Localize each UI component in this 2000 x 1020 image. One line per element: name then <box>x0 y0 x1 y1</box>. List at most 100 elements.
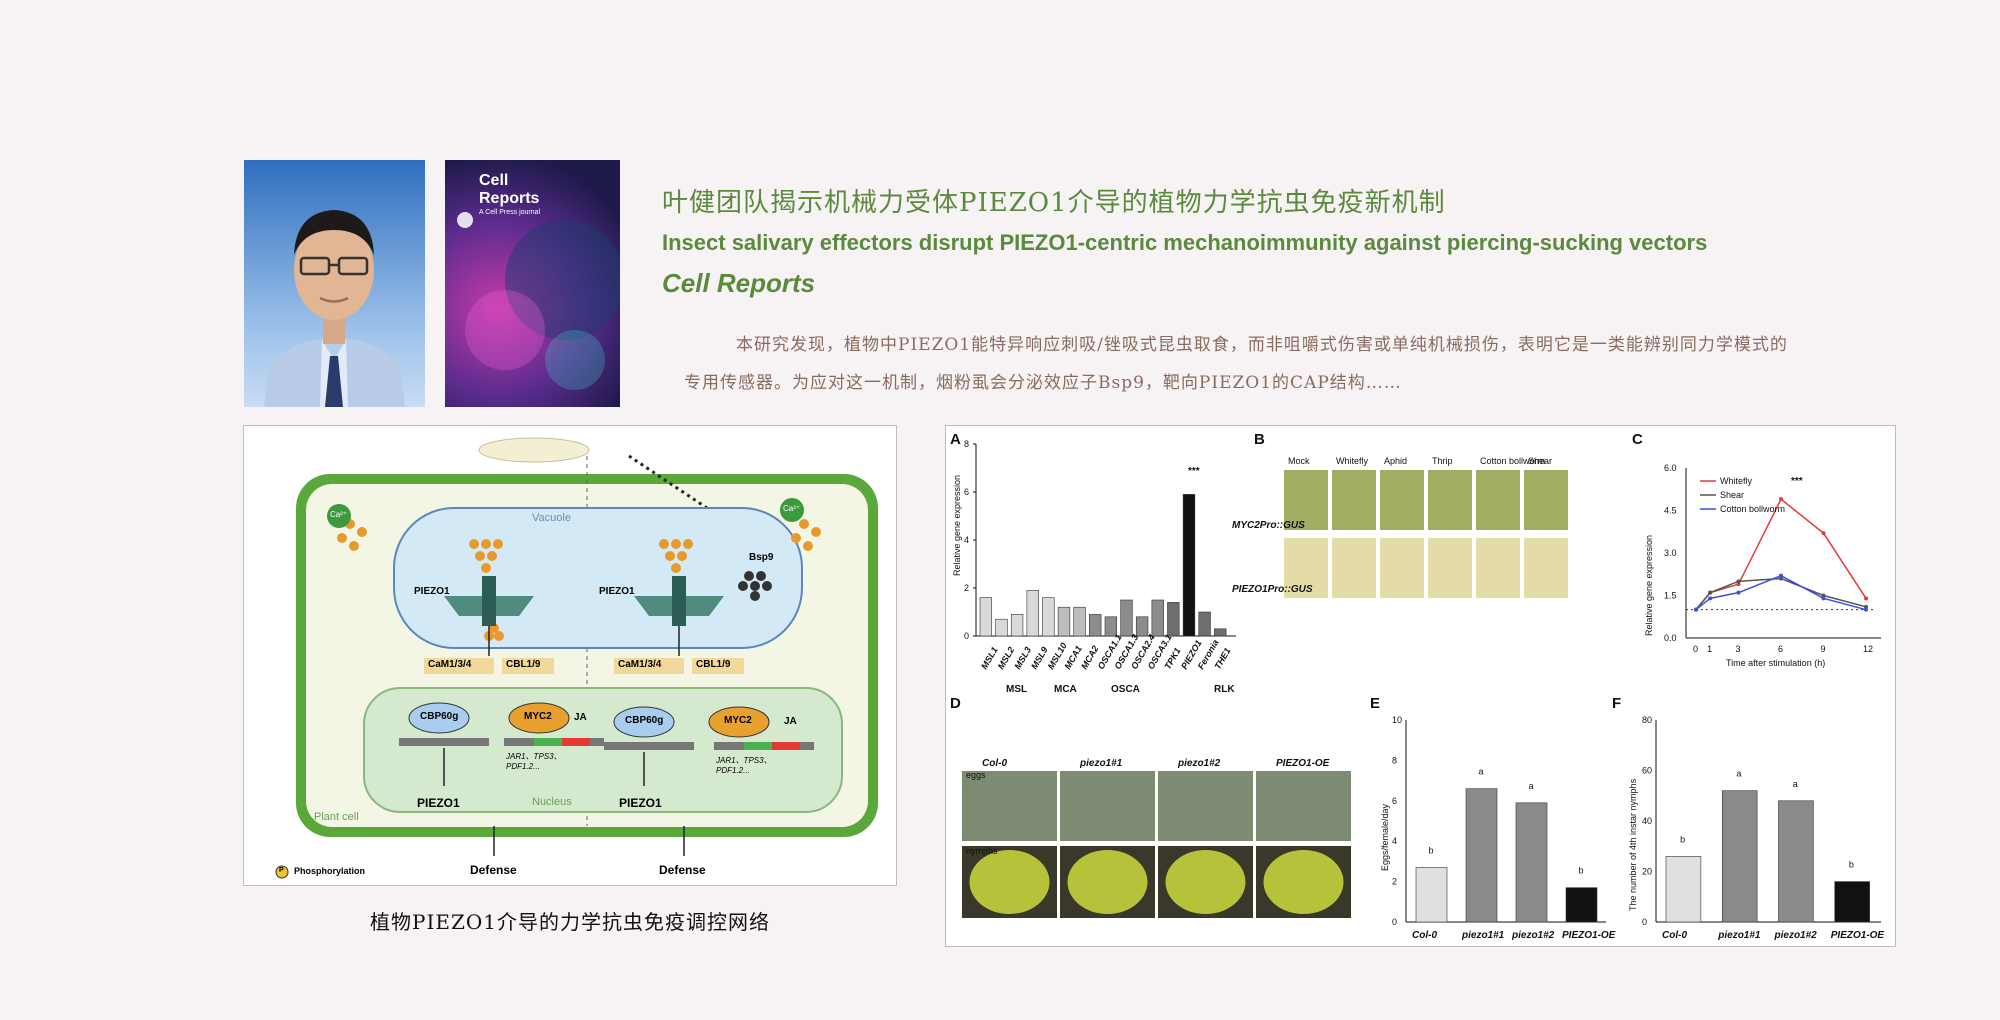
panel-c-letter: C <box>1632 431 1643 448</box>
label-vacuole: Vacuole <box>532 512 571 524</box>
panel-b-column-label: Shear <box>1528 456 1552 466</box>
panel-c-legend-label: Shear <box>1720 490 1744 500</box>
panel-a-group-label: MCA <box>1054 684 1077 695</box>
label-defense-left: Defense <box>470 863 517 877</box>
label-piezo1-out-right: PIEZO1 <box>619 796 662 810</box>
panel-a-group-label: MSL <box>1006 684 1027 695</box>
panel-f-letter: a <box>1793 779 1798 789</box>
panel-d-leaf <box>1165 850 1246 914</box>
panel-b-image-top <box>1476 470 1520 530</box>
panel-d-column-label: PIEZO1-OE <box>1276 758 1330 769</box>
panel-b-image-top <box>1284 470 1328 530</box>
label-plant-cell: Plant cell <box>314 811 359 823</box>
label-cbp60g-left: CBP60g <box>420 711 459 722</box>
panel-a-bar <box>979 597 993 637</box>
panel-e-ytick-label: 10 <box>1392 715 1402 725</box>
panel-a-bar <box>1042 597 1055 637</box>
panel-c-point <box>1736 579 1741 584</box>
panel-f-letter: a <box>1736 769 1741 779</box>
panel-a-bar <box>1151 599 1164 637</box>
panel-a-ytick-label: 8 <box>964 439 969 449</box>
panel-c-ytick-label: 3.0 <box>1664 548 1677 558</box>
panel-a-ytick-label: 6 <box>964 487 969 497</box>
panel-c-xtick-label: 0 <box>1693 644 1698 654</box>
panel-a-bar <box>1198 611 1211 637</box>
panel-c-point <box>1779 576 1783 581</box>
panel-b-column-label: Mock <box>1288 456 1310 466</box>
panel-e-bar <box>1465 788 1498 923</box>
cover-tagline: A Cell Press journal <box>479 209 541 216</box>
panel-a-bar <box>1182 494 1196 637</box>
panel-f-category-label: PIEZO1-OE <box>1831 930 1885 941</box>
panel-b-row-myc2: MYC2Pro::GUS <box>1232 520 1305 531</box>
panel-f-bar <box>1665 856 1702 923</box>
label-myc2-right: MYC2 <box>724 715 752 726</box>
label-cbl-right: CBL1/9 <box>696 659 731 670</box>
panel-a-sig: *** <box>1188 466 1200 477</box>
panel-a-bar <box>1135 616 1149 637</box>
panel-c-point <box>1864 604 1868 609</box>
panel-a-group-label: RLK <box>1214 684 1235 695</box>
panel-c-point <box>1779 573 1783 578</box>
panel-e-bar <box>1565 887 1598 923</box>
panel-c-point <box>1821 593 1826 598</box>
panel-c-ytick-label: 6.0 <box>1664 463 1677 473</box>
panel-a-ylabel: Relative gene expression <box>952 475 962 576</box>
panel-c-chart: Relative gene expression Time after stim… <box>1644 463 1881 668</box>
abstract-text: 本研究发现，植物中PIEZO1能特异响应刺吸/锉吸式昆虫取食，而非咀嚼式伤害或单… <box>684 335 1788 393</box>
panel-d-image-eggs <box>1060 771 1155 841</box>
panel-b-column-label: Cotton bollworm <box>1480 456 1545 466</box>
panel-b-letter: B <box>1254 431 1265 448</box>
panel-e-bar <box>1515 802 1548 923</box>
panel-b-image-bottom <box>1380 538 1424 598</box>
panel-c-ylabel: Relative gene expression <box>1644 535 1654 636</box>
panel-e-letter: b <box>1579 866 1584 876</box>
panel-b-image-bottom <box>1524 538 1568 598</box>
label-ca-right: Ca²⁺ <box>783 504 801 513</box>
panel-e-chart: Eggs/female/day 0246810bCol-0apiezo1#1ap… <box>1380 715 1616 941</box>
panel-d-image-eggs <box>1158 771 1253 841</box>
panel-f-bar <box>1834 881 1870 923</box>
panel-f-ytick-label: 80 <box>1642 715 1652 725</box>
panel-b-column-label: Whitefly <box>1336 456 1369 466</box>
panel-c-xtick-label: 6 <box>1778 644 1783 654</box>
panel-f-category-label: piezo1#1 <box>1717 930 1761 941</box>
panel-c-legend-label: Whitefly <box>1720 476 1753 486</box>
panel-b-image-bottom <box>1476 538 1520 598</box>
label-cbl-left: CBL1/9 <box>506 659 541 670</box>
panel-c-series-line <box>1695 498 1867 611</box>
panel-f-ylabel: The number of 4th instar nymphs <box>1628 778 1638 911</box>
label-cam-right: CaM1/3/4 <box>618 659 662 670</box>
label-piezo1-out-left: PIEZO1 <box>417 796 460 810</box>
label-ja-right: JA <box>784 716 797 727</box>
panel-c-xlabel: Time after stimulation (h) <box>1726 658 1825 668</box>
panel-e-letter: a <box>1529 781 1534 791</box>
panel-b-image-top <box>1524 470 1568 530</box>
panel-f-ytick-label: 0 <box>1642 917 1647 927</box>
panel-c-point <box>1821 596 1826 601</box>
panel-a-bar <box>1120 599 1133 637</box>
panel-c-ytick-label: 4.5 <box>1664 506 1677 516</box>
panel-a-bar <box>1057 606 1071 637</box>
panel-c-sig: *** <box>1791 476 1803 487</box>
panel-e-letter: E <box>1370 695 1380 712</box>
panel-e-category-label: PIEZO1-OE <box>1562 930 1616 941</box>
mechanism-diagram: Vacuole Plant cell Nucleus PIEZO1 PIEZO1… <box>243 425 897 886</box>
label-phos-symbol: P <box>279 867 284 874</box>
panel-c-point <box>1736 582 1741 587</box>
panel-c-xtick-label: 1 <box>1707 644 1712 654</box>
panel-e-category-label: piezo1#2 <box>1511 930 1555 941</box>
panel-a-ytick-label: 4 <box>964 535 969 545</box>
panel-b-column-label: Aphid <box>1384 456 1407 466</box>
panel-a-group-label: OSCA <box>1111 684 1140 695</box>
panel-e-ytick-label: 6 <box>1392 796 1397 806</box>
panel-a-letter: A <box>950 431 961 448</box>
label-genes-left-2: PDF1.2... <box>506 762 540 771</box>
panel-b-image-bottom <box>1428 538 1472 598</box>
panel-f-category-label: piezo1#2 <box>1774 930 1818 941</box>
diagram-caption: 植物PIEZO1介导的力学抗虫免疫调控网络 <box>370 910 770 934</box>
panel-e-ytick-label: 4 <box>1392 836 1397 846</box>
panel-a-bar <box>1010 614 1024 637</box>
